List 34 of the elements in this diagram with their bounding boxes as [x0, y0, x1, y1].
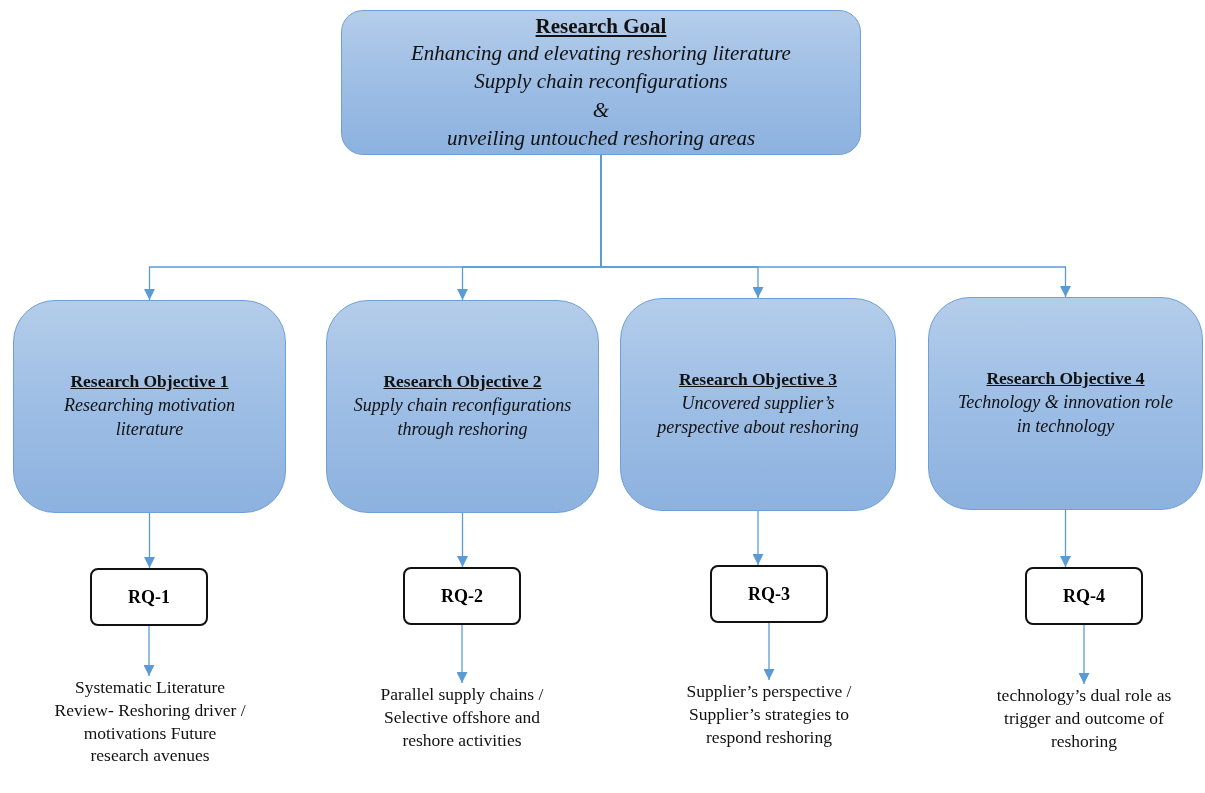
objective-box [928, 297, 1203, 510]
arrow [763, 622, 775, 681]
outcome-text: Parallel supply chains / Selective offshore and reshore activities [379, 683, 545, 752]
box-heading: Research Goal [535, 12, 667, 39]
arrow [752, 510, 764, 566]
outcome-text: technology’s dual role as trigger and outcome of reshoring [995, 684, 1173, 753]
box-text: Uncovered supplier’s perspective about reshoring [655, 392, 860, 440]
objective-box [326, 300, 599, 513]
goal-box [341, 10, 861, 155]
box-text: unveiling untouched reshoring areas [446, 124, 756, 152]
arrow [1060, 509, 1071, 568]
box-text: Supply chain reconfigurations [474, 68, 728, 96]
box-heading: Research Objective 2 [383, 371, 542, 394]
box-text: Supply chain reconfigurations through reshoring [353, 394, 572, 442]
box-heading: Research Objective 1 [70, 371, 229, 394]
outcome-text: Systematic Literature Review- Reshoring driver / motivations Future research avenues [54, 676, 246, 767]
box-text: Researching motivation literature [63, 394, 236, 442]
objective-box [620, 298, 896, 511]
question-box: RQ-3 [710, 565, 828, 623]
outcome-text: Supplier’s perspective / Supplier’s strategies to respond reshoring [685, 680, 853, 749]
arrow [144, 512, 155, 569]
box-heading: Research Objective 4 [986, 368, 1145, 391]
box-text: & [592, 96, 610, 124]
arrow [456, 624, 468, 684]
arrow [457, 512, 468, 568]
arrow [1078, 624, 1090, 685]
objective-box [13, 300, 286, 513]
box-text: Technology & innovation role in technology [956, 391, 1175, 439]
question-box: RQ-4 [1025, 567, 1143, 625]
question-box: RQ-2 [403, 567, 521, 625]
arrow [143, 625, 155, 677]
box-text: Enhancing and elevating reshoring literature [411, 39, 791, 67]
question-box: RQ-1 [90, 568, 208, 626]
box-heading: Research Objective 3 [678, 369, 838, 392]
